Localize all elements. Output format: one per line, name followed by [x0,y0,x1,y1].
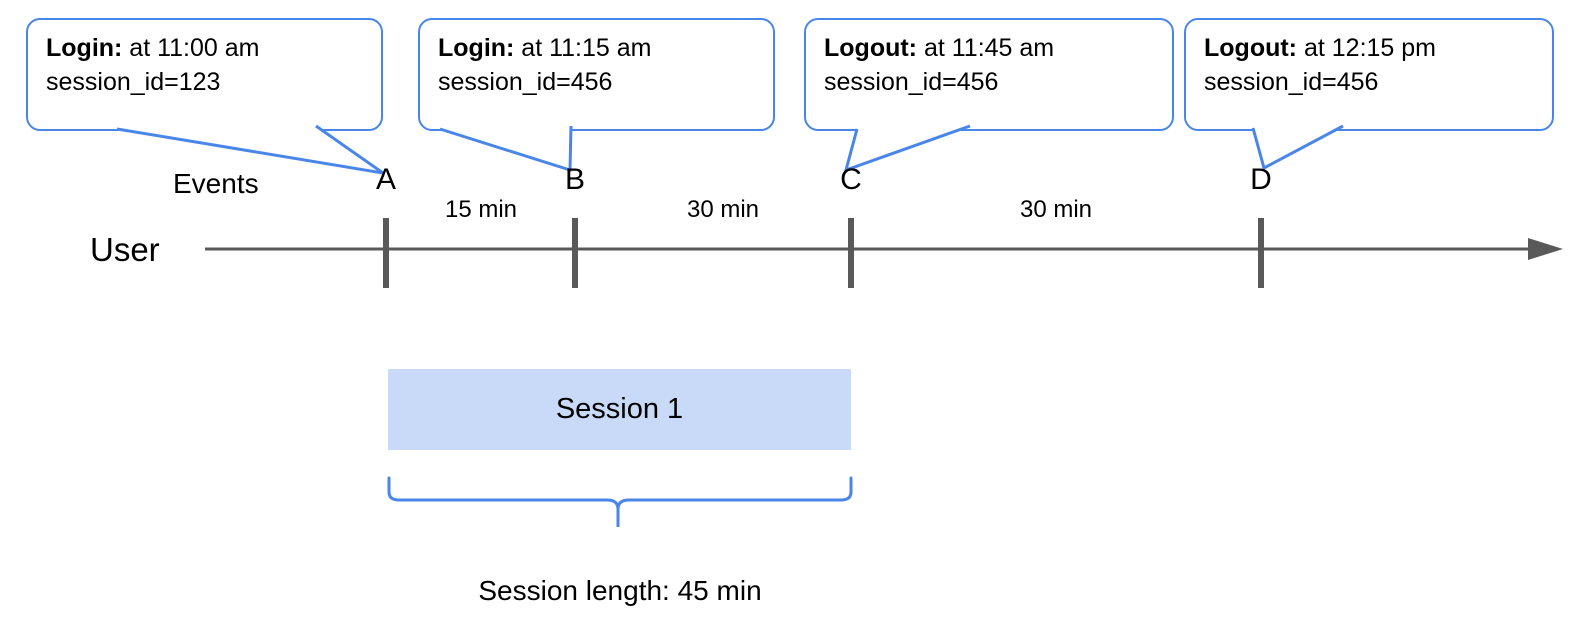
callout-b[interactable]: Login: at 11:15 am session_id=456 [418,18,775,131]
callout-tail-a [116,124,384,175]
callout-tail-d [1251,124,1344,171]
callout-d-line2: session_id=456 [1204,67,1379,96]
callout-c-event: Logout: [824,34,918,62]
callout-a-event: Login: [46,34,123,62]
callout-d-event: Logout: [1204,34,1298,62]
callout-b-event: Login: [438,34,515,62]
callout-b-line1: Login: at 11:15 am [438,32,757,66]
interval-label-bc: 30 min [686,196,760,223]
callout-a-line1: Login: at 11:00 am [46,32,365,66]
events-row-label: Events [173,168,259,199]
interval-label-ab: 15 min [444,196,518,223]
tick-label-c: C [840,163,862,196]
callout-a-time: at 11:00 am [122,34,260,62]
user-lane-label: User [90,231,160,268]
session-bar-label: Session 1 [555,393,684,425]
callout-d-time: at 12:15 pm [1297,34,1436,62]
interval-label-cd: 30 min [1019,196,1093,223]
callout-c[interactable]: Logout: at 11:45 am session_id=456 [804,18,1174,131]
callout-tail-b [439,125,573,173]
callout-b-line2: session_id=456 [438,67,613,96]
callout-c-line1: Logout: at 11:45 am [824,32,1156,66]
timeline-arrowhead [1528,238,1563,260]
session-bar[interactable]: Session 1 [388,369,851,450]
callout-c-line2: session_id=456 [824,67,999,96]
callout-d[interactable]: Logout: at 12:15 pm session_id=456 [1184,18,1554,131]
session-brace [387,476,853,527]
callout-a[interactable]: Login: at 11:00 am session_id=123 [26,18,383,131]
callout-a-line2: session_id=123 [46,67,221,96]
tick-label-a: A [375,163,396,196]
tick-label-d: D [1250,163,1272,196]
callout-b-time: at 11:15 am [514,34,652,62]
tick-label-b: B [564,163,585,196]
session-length-caption: Session length: 45 min [478,575,762,606]
callout-c-time: at 11:45 am [917,34,1055,62]
callout-d-line1: Logout: at 12:15 pm [1204,32,1536,66]
